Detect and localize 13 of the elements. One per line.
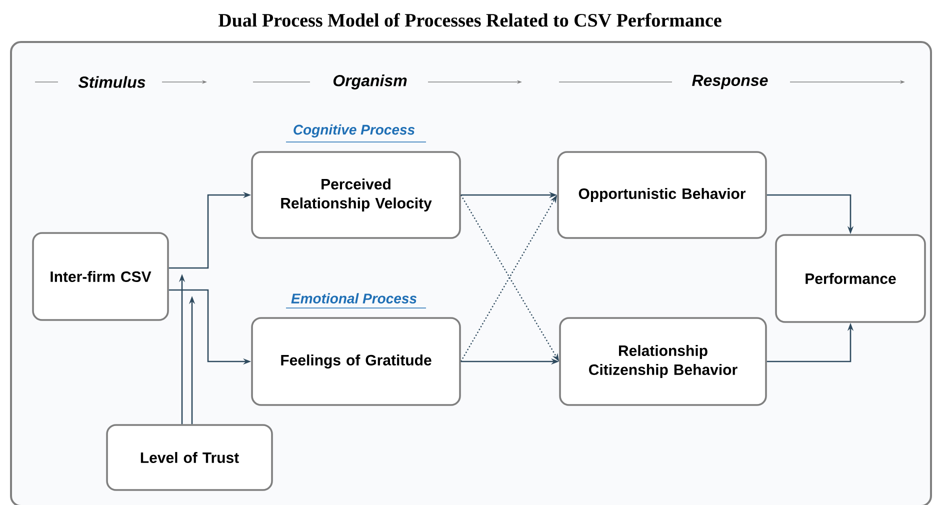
process-box: Relationship Citizenship Behavior <box>559 317 767 406</box>
stage-label: Organism <box>333 74 407 90</box>
process-box: Opportunistic Behavior <box>557 151 767 239</box>
process-heading: Cognitive Process <box>286 124 426 142</box>
process-box: Performance <box>775 234 926 323</box>
process-box: Inter-firm CSV <box>32 232 169 321</box>
stage-label: Stimulus <box>78 76 146 88</box>
process-heading: Emotional Process <box>286 293 426 308</box>
title: Dual Process Model of Processes Related to CSV Performance <box>218 13 722 27</box>
process-box: Perceived Relationship Velocity <box>251 151 461 239</box>
stage-label: Response <box>692 74 768 90</box>
process-box: Level of Trust <box>106 424 273 491</box>
process-box: Feelings of Gratitude <box>251 317 461 406</box>
